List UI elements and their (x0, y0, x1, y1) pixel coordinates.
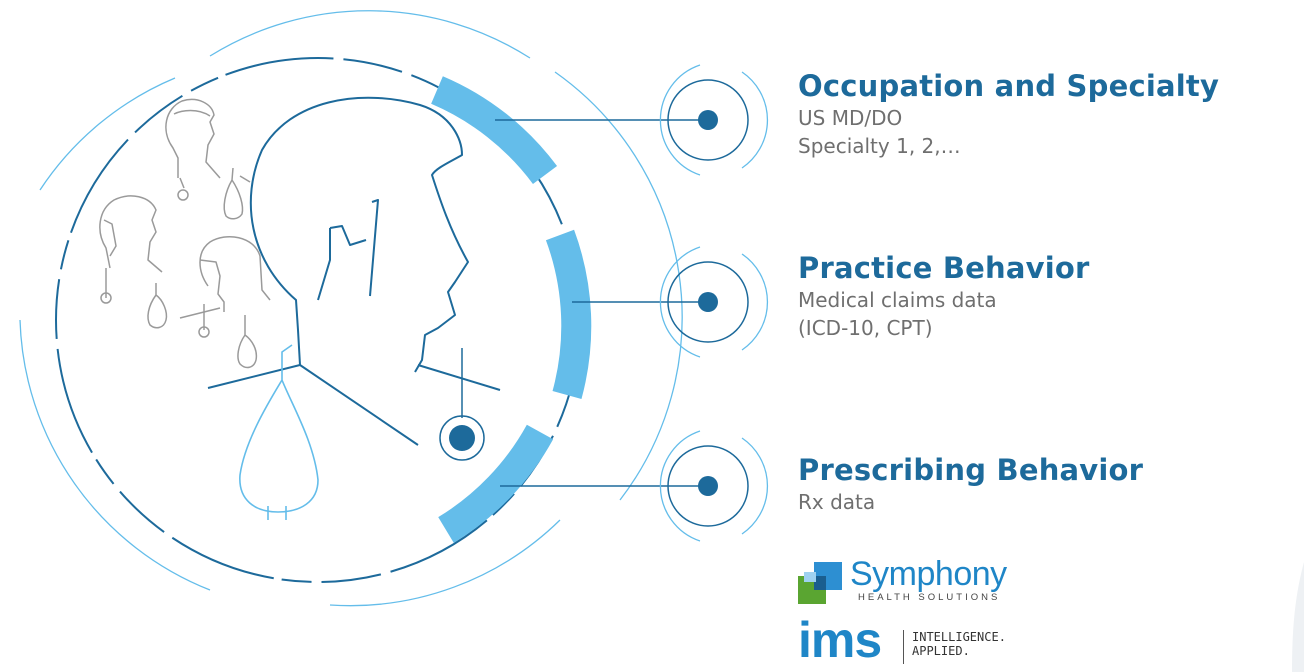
main-physician-profile (207, 96, 501, 461)
ims-tagline-line-2: APPLIED. (912, 644, 970, 658)
outer-ring-arc-top (209, 10, 531, 59)
arc-segment-top (430, 76, 558, 185)
stethoscope-icon (239, 344, 319, 513)
gray-physician-icon-2 (99, 195, 168, 329)
ims-wordmark: ims (798, 612, 882, 668)
occupation-line-2: Specialty 1, 2,… (798, 134, 961, 158)
target-node-practice (659, 246, 769, 358)
gray-physician-icon-1 (165, 98, 251, 220)
ims-divider (903, 630, 904, 664)
gray-physician-icon-3 (179, 235, 271, 369)
practice-line-2: (ICD-10, CPT) (798, 316, 933, 340)
ims-logo: ims INTELLIGENCE. APPLIED. (798, 612, 1058, 672)
practice-title: Practice Behavior (798, 251, 1090, 285)
prescribing-line-1: Rx data (798, 490, 876, 514)
ims-tagline-line-1: INTELLIGENCE. (912, 630, 1006, 644)
symphony-name: Symphony (850, 555, 1007, 593)
outer-ring-arc-bottom (329, 519, 561, 607)
symphony-mark-icon (798, 562, 842, 604)
stethoscope-node (449, 425, 475, 451)
corner-decoration (1292, 562, 1304, 672)
arc-segment-bottom (438, 424, 554, 543)
arc-segment-middle (545, 229, 592, 399)
occupation-title: Occupation and Specialty (798, 69, 1220, 103)
symphony-logo: Symphony HEALTH SOLUTIONS (798, 555, 1018, 608)
outer-ring-arc-left (39, 77, 176, 191)
outer-ring-arc-bottom-left (19, 319, 211, 591)
symphony-tagline: HEALTH SOLUTIONS (858, 592, 1001, 603)
target-node-occupation (659, 64, 769, 176)
prescribing-title: Prescribing Behavior (798, 453, 1144, 487)
occupation-line-1: US MD/DO (798, 106, 903, 130)
target-node-prescribing (659, 430, 769, 542)
section-prescribing-behavior: Prescribing Behavior Rx data (798, 452, 1143, 516)
ims-tagline: INTELLIGENCE. APPLIED. (912, 630, 1006, 658)
section-practice-behavior: Practice Behavior Medical claims data (I… (798, 250, 1090, 342)
section-occupation-specialty: Occupation and Specialty US MD/DO Specia… (798, 68, 1219, 160)
practice-line-1: Medical claims data (798, 288, 997, 312)
physician-diagram (19, 10, 769, 607)
